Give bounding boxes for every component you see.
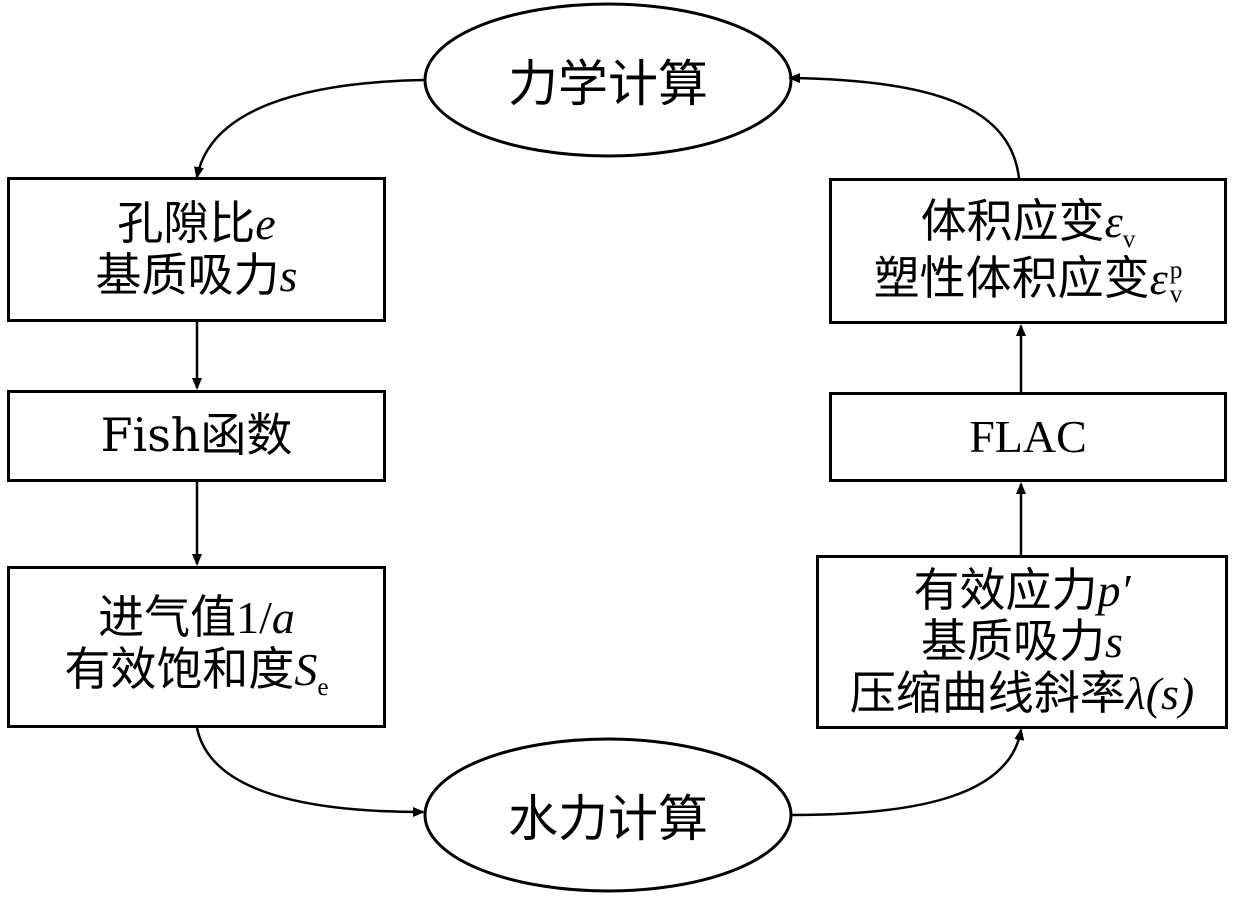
- arrow-hydraulics-to-stress: [791, 728, 1025, 817]
- void-ratio-line: 孔隙比e: [117, 195, 276, 250]
- air-entry-line: 进气值1/a: [98, 590, 295, 645]
- hydraulics-label: 水力计算: [508, 790, 708, 848]
- hydraulics-ellipse: [423, 737, 793, 893]
- flac-box: FLAC: [829, 392, 1227, 482]
- mechanics-node: 力学计算: [425, 4, 791, 156]
- void-ratio-box: 孔隙比e 基质吸力s: [7, 177, 386, 322]
- fish-function-box: Fish函数: [7, 390, 386, 482]
- arrow-mechanics-to-void: [194, 78, 426, 179]
- arrow-airentry-to-hydraulics: [195, 727, 425, 817]
- flac-label: FLAC: [969, 411, 1087, 463]
- effective-saturation-line: 有效饱和度Se: [64, 642, 329, 702]
- fish-function-label: Fish函数: [100, 408, 293, 463]
- compression-slope-line: 压缩曲线斜率λ(s): [849, 665, 1195, 720]
- arrow-strain-to-mechanics: [788, 73, 1021, 179]
- volumetric-strain-line: 体积应变εv: [920, 193, 1136, 253]
- hydraulics-node: 水力计算: [425, 739, 791, 891]
- mechanics-label: 力学计算: [508, 55, 708, 113]
- stress-suction-line: 基质吸力s: [921, 614, 1123, 669]
- suction-line: 基质吸力s: [95, 247, 298, 302]
- effective-stress-line: 有效应力p′: [913, 562, 1131, 617]
- air-entry-box: 进气值1/a 有效饱和度Se: [7, 566, 386, 728]
- effective-stress-box: 有效应力p′ 基质吸力s 压缩曲线斜率λ(s): [816, 555, 1228, 729]
